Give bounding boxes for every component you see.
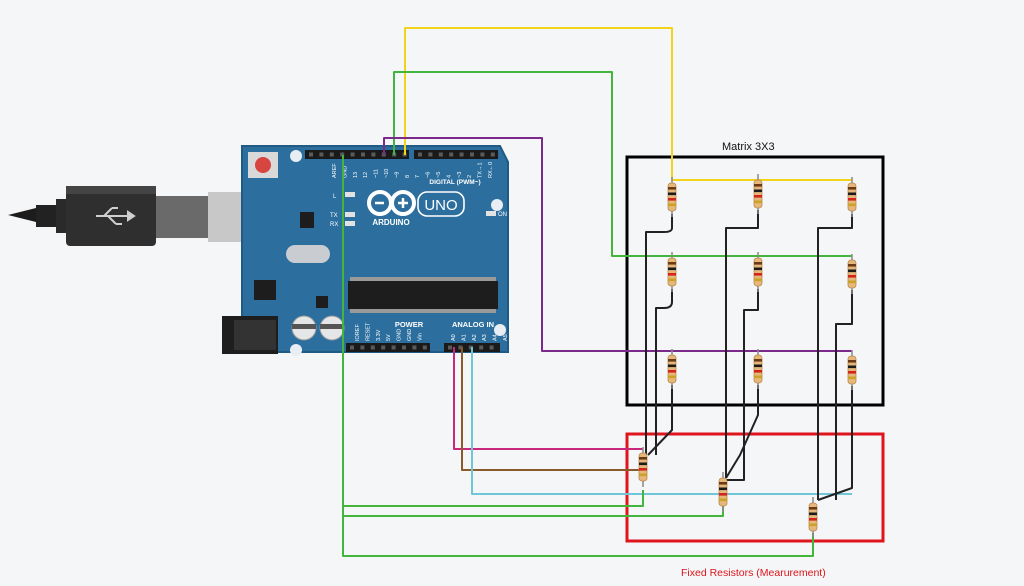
wire-brown xyxy=(461,347,643,471)
power-pin-label: Vin xyxy=(417,333,423,341)
power-pin-label: RESET xyxy=(365,322,371,341)
power-jack xyxy=(222,316,278,354)
resistor xyxy=(847,254,857,294)
digital-pin-label: 7 xyxy=(415,175,421,178)
matrix-title: Matrix 3X3 xyxy=(722,141,775,153)
usb-icon xyxy=(96,207,136,225)
resistor xyxy=(753,174,763,214)
led-rx-label: RX xyxy=(330,222,338,228)
led-on-label: ON xyxy=(498,212,507,218)
analog-pin-label: A5 xyxy=(503,334,509,341)
resistor xyxy=(667,177,677,217)
resistor xyxy=(753,252,763,292)
wire-magenta xyxy=(453,347,643,450)
power-pin-label: GND xyxy=(407,329,413,341)
crystal xyxy=(286,245,330,263)
wire-yellow xyxy=(404,27,852,181)
digital-pin-label: 4 xyxy=(446,175,452,178)
resistors xyxy=(638,174,857,537)
digital-pin-label: 13 xyxy=(353,172,359,178)
capacitors xyxy=(291,315,345,341)
analog-pin-label: A2 xyxy=(472,334,478,341)
digital-header-label: DIGITAL (PWM~) xyxy=(429,179,480,186)
resistor xyxy=(667,252,677,292)
analog-pin-label: A4 xyxy=(493,334,499,341)
digital-pin-label: AREF xyxy=(332,163,338,178)
resistor xyxy=(847,177,857,217)
led-tx-label: TX xyxy=(330,213,338,219)
power-label: POWER xyxy=(395,320,424,329)
wire-green-gnd-3 xyxy=(342,155,814,557)
model-label: UNO xyxy=(424,197,457,214)
analog-pin-label: A0 xyxy=(451,334,457,341)
arduino-logo: ARDUINO UNO xyxy=(367,190,465,227)
analog-pin-label: A1 xyxy=(461,334,467,341)
digital-pin-label: ~9 xyxy=(394,172,400,178)
led-l-label: L xyxy=(333,194,337,200)
power-header xyxy=(346,343,430,352)
digital-pin-label: 2 xyxy=(467,175,473,178)
resistor xyxy=(847,350,857,390)
matrix-box xyxy=(625,155,885,407)
digital-pin-label: 12 xyxy=(363,172,369,178)
usb-cable xyxy=(8,186,276,246)
black-wires xyxy=(645,210,853,501)
power-pin-label: 5V xyxy=(386,334,392,341)
arduino-board: L TX RX ON ARDUINO UNO DIGITAL (PWM~) PO… xyxy=(222,145,509,356)
resistor xyxy=(753,349,763,389)
digital-pin-label: 8 xyxy=(405,175,411,178)
digital-pin-label: ~6 xyxy=(426,172,432,178)
power-pin-label: GND xyxy=(397,329,403,341)
wire-green-gnd-2 xyxy=(343,506,724,517)
wire-green-row xyxy=(393,71,852,257)
resistor xyxy=(667,349,677,389)
power-pin-label: IOREF xyxy=(355,324,361,341)
digital-header xyxy=(305,150,498,159)
digital-pin-label: ~11 xyxy=(374,169,380,178)
fixed-resistor-label: Fixed Resistors (Mearurement) xyxy=(681,567,826,579)
fixed-resistor-box xyxy=(625,432,885,543)
analog-label: ANALOG IN xyxy=(452,320,494,329)
digital-pin-label: GND xyxy=(342,166,348,178)
microcontroller-chip xyxy=(348,281,498,309)
digital-pin-label: RX←0 xyxy=(488,162,494,178)
resistor xyxy=(638,447,648,487)
digital-pin-label: ~10 xyxy=(384,169,390,178)
digital-pin-label: ~5 xyxy=(436,172,442,178)
resistor xyxy=(808,497,818,537)
wire-cyan xyxy=(471,347,852,495)
brand-label: ARDUINO xyxy=(372,218,409,227)
resistor xyxy=(718,472,728,512)
power-pin-label: 3.3V xyxy=(376,329,382,341)
digital-pin-label: ~3 xyxy=(457,172,463,178)
digital-pin-label: TX→1 xyxy=(478,162,484,178)
reset-button xyxy=(248,152,278,178)
analog-pin-label: A3 xyxy=(482,334,488,341)
